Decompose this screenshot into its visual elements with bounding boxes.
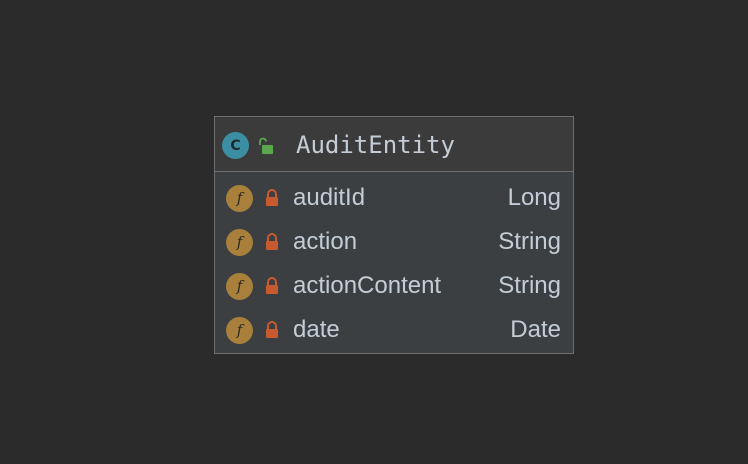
class-icon: C: [222, 132, 249, 159]
field-icon: f: [226, 185, 253, 212]
unlock-icon: [259, 137, 273, 154]
field-icon-letter: f: [236, 321, 243, 339]
field-icon-letter: f: [236, 189, 243, 207]
field-icon: f: [226, 229, 253, 256]
field-icon: f: [226, 317, 253, 344]
lock-icon: [266, 189, 278, 206]
class-header: C AuditEntity: [215, 117, 573, 172]
field-type: Date: [510, 316, 561, 343]
field-icon-letter: f: [236, 233, 243, 251]
class-name: AuditEntity: [296, 131, 455, 159]
field-type: String: [498, 272, 561, 299]
field-row[interactable]: f actionContent String: [215, 265, 573, 309]
field-row[interactable]: f action String: [215, 221, 573, 265]
field-name: action: [293, 228, 358, 255]
lock-icon: [266, 321, 278, 338]
field-row[interactable]: f date Date: [215, 309, 573, 353]
field-type: String: [498, 228, 561, 255]
field-type: Long: [507, 184, 561, 211]
field-name: auditId: [293, 184, 366, 211]
lock-icon: [266, 277, 278, 294]
class-icon-letter: C: [230, 137, 241, 154]
field-icon: f: [226, 273, 253, 300]
field-icon-letter: f: [236, 277, 243, 295]
field-name: actionContent: [293, 272, 442, 299]
field-row[interactable]: f auditId Long: [215, 177, 573, 221]
class-node-audit-entity[interactable]: C AuditEntity f auditId Long f action St…: [214, 116, 574, 354]
field-name: date: [293, 316, 340, 343]
lock-icon: [266, 233, 278, 250]
